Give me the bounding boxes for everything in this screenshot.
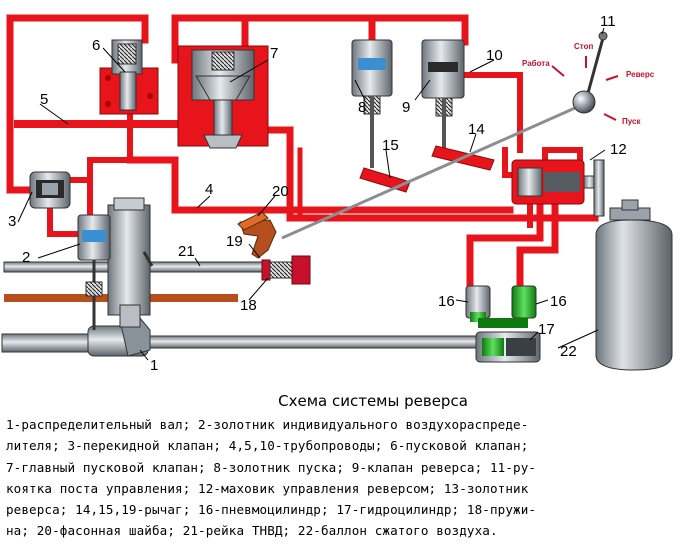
handle-label-reverse: Реверс <box>626 70 655 79</box>
handle-label-stop: Стоп <box>574 42 593 51</box>
label-6: 6 <box>92 37 100 54</box>
legend: 1-распределительный вал; 2-золотник инди… <box>6 414 682 542</box>
label-3: 3 <box>8 213 16 230</box>
legend-line-4: коятка поста управления; 12-маховик упра… <box>6 480 529 496</box>
handle-label-start: Пуск <box>622 117 641 126</box>
reverse-handwheel[interactable] <box>593 159 605 217</box>
label-22: 22 <box>560 343 577 360</box>
label-7: 7 <box>270 45 278 62</box>
distributor-spool <box>77 214 111 330</box>
control-post-handle[interactable] <box>551 31 619 121</box>
caption-title: Схема системы реверса <box>0 392 686 410</box>
label-10: 10 <box>486 47 503 64</box>
legend-line-5: реверса; 14,15,19-рычаг; 16-пневмоцилинд… <box>6 502 537 518</box>
pneumatic-cylinder-left <box>465 285 491 322</box>
main-start-valve <box>177 45 269 149</box>
label-11: 11 <box>600 13 616 30</box>
compressed-air-tank <box>595 199 673 371</box>
label-8: 8 <box>358 99 366 116</box>
legend-line-3: 7-главный пусковой клапан; 8-золотник пу… <box>6 459 537 475</box>
label-1: 1 <box>150 357 158 374</box>
label-15: 15 <box>382 137 399 154</box>
reverse-spool <box>511 159 597 205</box>
reverse-valve <box>421 39 465 148</box>
label-20: 20 <box>272 183 289 200</box>
label-21: 21 <box>178 243 195 260</box>
label-5: 5 <box>40 91 48 108</box>
reverse-system-diagram: Стоп Работа Реверс Пуск <box>1 13 673 374</box>
label-18: 18 <box>240 297 257 314</box>
spring-18 <box>261 255 311 285</box>
label-9: 9 <box>402 99 410 116</box>
lever-19 <box>239 219 277 259</box>
label-12: 12 <box>610 141 627 158</box>
label-4: 4 <box>205 181 213 198</box>
fuel-pump-body <box>107 197 154 328</box>
label-16-right: 16 <box>550 293 567 310</box>
legend-line-1: 1-распределительный вал; 2-золотник инди… <box>6 417 529 432</box>
handle-label-work: Работа <box>522 59 550 68</box>
hydraulic-cylinder <box>475 318 541 363</box>
start-spool <box>351 39 393 168</box>
shuttle-valve <box>29 171 71 209</box>
caption-title-text: Схема системы реверса <box>278 392 468 410</box>
shaped-washer <box>237 211 269 231</box>
label-2: 2 <box>22 249 30 266</box>
label-17: 17 <box>538 321 555 338</box>
label-14: 14 <box>468 121 485 138</box>
legend-line-2: лителя; 3-перекидной клапан; 4,5,10-труб… <box>6 438 529 454</box>
label-16-left: 16 <box>438 293 455 310</box>
camshaft <box>1 317 477 357</box>
label-19: 19 <box>226 233 243 250</box>
start-valve <box>99 39 159 115</box>
levers <box>281 102 585 240</box>
pneumatic-cylinder-right <box>511 285 537 319</box>
legend-line-6: на; 20-фасонная шайба; 21-рейка ТНВД; 22… <box>6 523 498 539</box>
leader-lines <box>17 27 606 361</box>
